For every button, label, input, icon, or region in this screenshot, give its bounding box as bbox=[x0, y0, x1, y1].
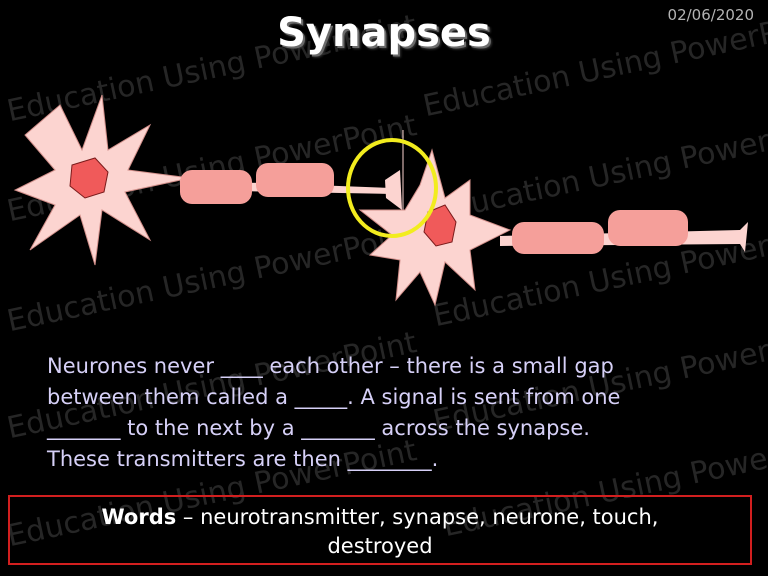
neurone-1-axon-terminal bbox=[385, 170, 402, 210]
neurone-1-nucleus bbox=[69, 157, 109, 199]
neurone-1-myelin-sheath bbox=[256, 163, 334, 197]
word-bank-line: Words – neurotransmitter, synapse, neuro… bbox=[10, 503, 750, 532]
neurone-synapse-diagram bbox=[13, 94, 748, 307]
text-line: Neurones never ____ each other – there i… bbox=[47, 354, 614, 378]
slide-title: Synapses bbox=[277, 10, 491, 56]
fill-in-the-blanks-text: Neurones never ____ each other – there i… bbox=[47, 351, 747, 475]
word-bank-list: – neurotransmitter, synapse, neurone, to… bbox=[176, 505, 659, 529]
slide-date: 02/06/2020 bbox=[667, 6, 754, 24]
text-line: _______ to the next by a _______ across … bbox=[47, 416, 590, 440]
word-bank-box: Words – neurotransmitter, synapse, neuro… bbox=[8, 495, 752, 565]
neurone-2-myelin-sheath bbox=[608, 210, 688, 246]
word-bank-label: Words bbox=[101, 505, 177, 529]
text-line: between them called a _____. A signal is… bbox=[47, 385, 621, 409]
word-bank-line-2: destroyed bbox=[327, 534, 433, 558]
neurone-1-myelin-sheath bbox=[180, 170, 252, 204]
neurone-2-myelin-sheath bbox=[512, 222, 604, 254]
text-line: These transmitters are then ________. bbox=[47, 447, 439, 471]
neurone-2-nucleus bbox=[423, 204, 457, 247]
synapse-highlight-circle bbox=[346, 138, 438, 238]
